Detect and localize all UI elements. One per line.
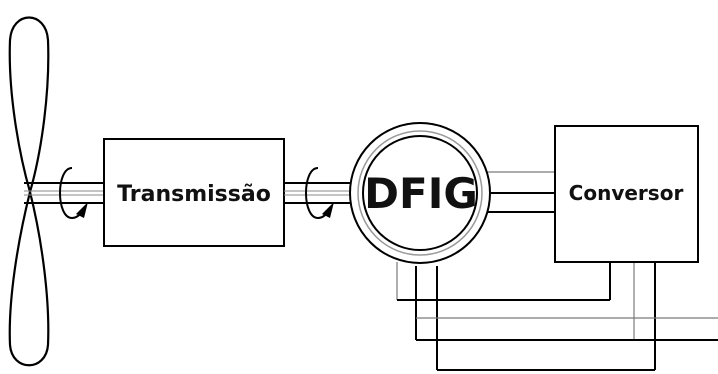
- dfig-label: DFIG: [364, 169, 478, 218]
- low-speed-shaft: [24, 182, 104, 204]
- converter-box: [554, 125, 699, 263]
- lower-blade: [8, 191, 50, 367]
- rotation-arrow-icon: [305, 167, 334, 220]
- turbine-blades-icon: [8, 16, 50, 367]
- rotation-arrow-icon: [59, 167, 88, 220]
- transmission-box: [103, 138, 285, 247]
- dfig-generator: [349, 122, 491, 264]
- transmission-label: Transmissão: [117, 182, 271, 207]
- grid-connection-lines: [396, 171, 718, 371]
- converter-label: Conversor: [569, 181, 684, 205]
- high-speed-shaft: [284, 182, 360, 204]
- upper-blade: [8, 16, 50, 197]
